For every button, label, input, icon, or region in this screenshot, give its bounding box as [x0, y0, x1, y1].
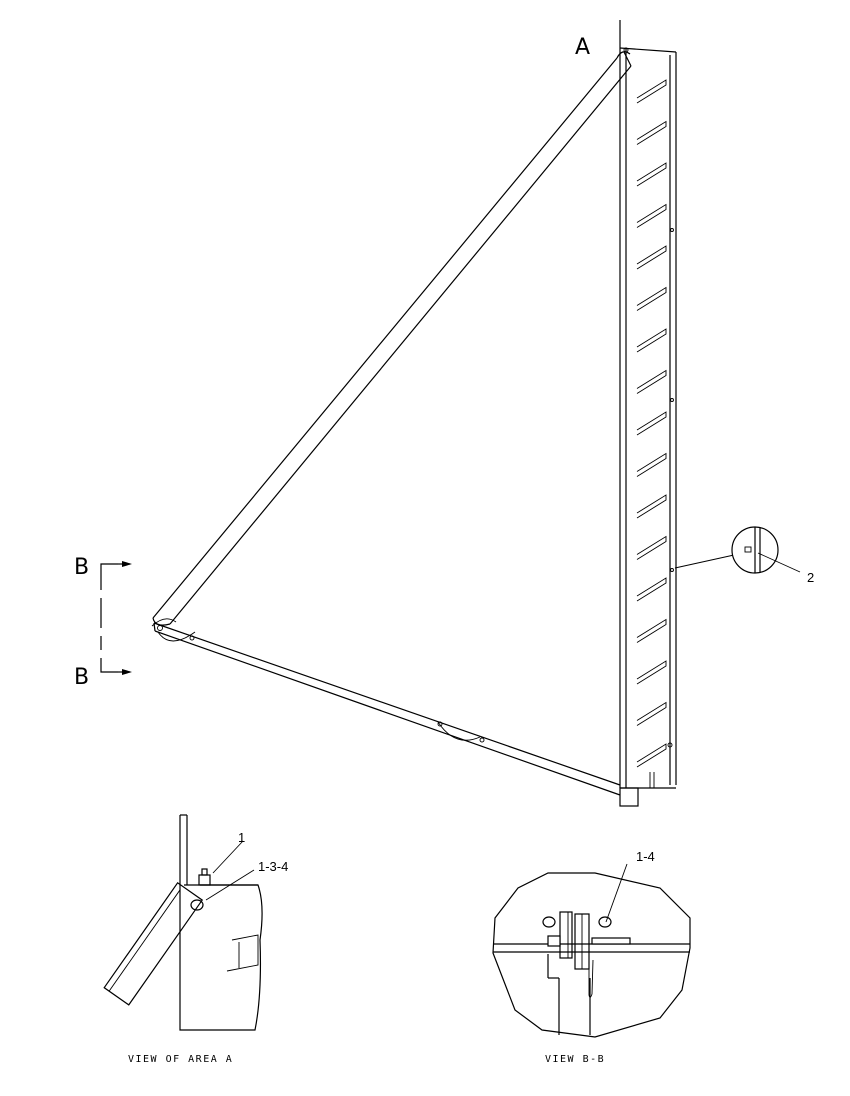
- callout-2: 2: [807, 570, 814, 585]
- arrow-top: [122, 561, 132, 567]
- lower-brace: [151, 618, 621, 796]
- louver-slot: [636, 369, 667, 394]
- main-assembly-view: A B B 2: [74, 20, 814, 807]
- callout-1-4: 1-4: [636, 849, 655, 864]
- louver-slot: [636, 245, 667, 270]
- section-b-cut-line: B B: [74, 555, 132, 690]
- caption-view-b-b: VIEW B-B: [545, 1054, 605, 1065]
- louver-slot: [636, 411, 667, 436]
- louver-slot: [636, 535, 667, 560]
- louver-slot: [636, 618, 667, 643]
- louver-slot: [636, 162, 667, 187]
- callout-1: 1: [238, 830, 245, 845]
- section-b-bottom-label: B: [74, 665, 89, 690]
- detail-callout-2: 2: [674, 526, 814, 585]
- louver-slot: [636, 452, 667, 477]
- upright-panel: [619, 20, 677, 807]
- louver-slots: [636, 79, 667, 768]
- louver-slot: [636, 660, 667, 685]
- louver-slot: [636, 701, 667, 726]
- view-of-area-a: 1 1-3-4 VIEW OF AREA A: [103, 814, 288, 1065]
- diagonal-brace: [152, 47, 632, 626]
- arrow-bottom: [122, 669, 132, 675]
- caption-view-of-area-a: VIEW OF AREA A: [128, 1054, 233, 1065]
- section-b-top-label: B: [74, 555, 89, 580]
- louver-slot: [636, 328, 667, 353]
- view-b-b: 1-4 VIEW B-B: [492, 849, 691, 1065]
- louver-slot: [636, 286, 667, 311]
- louver-slot: [636, 120, 667, 145]
- louver-slot: [636, 577, 667, 602]
- view-a-marker: A: [575, 35, 590, 60]
- louver-slot: [636, 494, 667, 519]
- callout-1-3-4: 1-3-4: [258, 859, 288, 874]
- louver-slot: [636, 79, 667, 104]
- louver-slot: [636, 743, 667, 768]
- louver-slot: [636, 203, 667, 228]
